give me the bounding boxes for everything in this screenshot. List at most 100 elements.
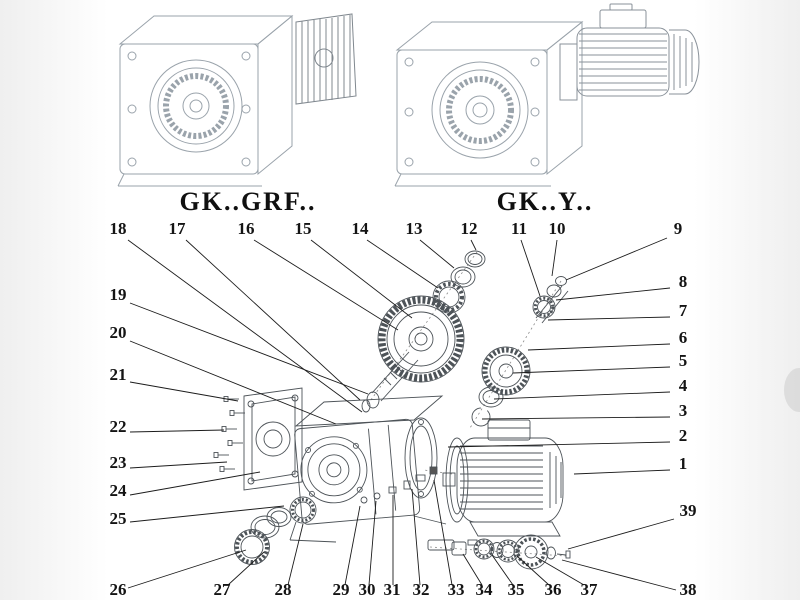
callout-line-28 [287, 523, 304, 586]
callout-line-5 [512, 366, 671, 374]
junction-parts [360, 466, 438, 504]
callout-line-35 [491, 554, 514, 586]
page-left-shadow [0, 0, 108, 600]
input-shaft-stack [471, 276, 569, 427]
callout-line-12 [470, 239, 477, 251]
callout-line-9 [565, 237, 668, 281]
callout-line-14 [366, 239, 439, 289]
callout-number-14: 14 [352, 219, 370, 238]
callout-line-18 [127, 239, 363, 413]
callout-number-27: 27 [214, 580, 232, 599]
callout-number-33: 33 [448, 580, 465, 599]
callout-line-33 [433, 479, 453, 586]
mounting-flange [243, 387, 303, 491]
callout-number-19: 19 [110, 285, 127, 304]
callout-line-34 [462, 553, 483, 586]
callout-number-38: 38 [680, 580, 697, 599]
callout-number-11: 11 [511, 219, 527, 238]
callout-line-1 [573, 469, 671, 475]
callout-number-13: 13 [406, 219, 423, 238]
assembly-axes [367, 251, 567, 557]
motor-assembled [559, 3, 700, 101]
callout-number-20: 20 [110, 323, 127, 342]
flange-bolts [213, 396, 245, 472]
housing-feet [289, 515, 447, 543]
callout-line-22 [129, 429, 225, 433]
callout-line-3 [481, 416, 671, 420]
callout-number-25: 25 [110, 509, 127, 528]
callout-number-39: 39 [680, 501, 697, 520]
output-pinion-shaft [361, 351, 419, 413]
callout-number-30: 30 [359, 580, 376, 599]
callout-number-18: 18 [110, 219, 127, 238]
callout-number-34: 34 [476, 580, 494, 599]
callout-number-17: 17 [169, 219, 187, 238]
callout-line-24 [129, 471, 261, 496]
output-gear [377, 295, 465, 383]
callout-number-15: 15 [295, 219, 312, 238]
product-title-gky: GK..Y.. [497, 187, 594, 216]
callout-number-23: 23 [110, 453, 127, 472]
callout-number-28: 28 [275, 580, 292, 599]
product-title-gkgrf: GK..GRF.. [180, 187, 317, 216]
shim-bearing-set [234, 496, 317, 565]
seal-ring-12 [464, 250, 486, 268]
callout-line-13 [419, 239, 455, 269]
callout-line-20 [129, 340, 337, 425]
exploded-assembly [213, 250, 571, 570]
callout-line-27 [227, 551, 265, 586]
callout-number-3: 3 [679, 401, 688, 420]
callout-line-17 [185, 239, 361, 401]
callout-number-24: 24 [110, 481, 128, 500]
callout-line-26 [127, 549, 247, 589]
output-bearing [432, 280, 466, 314]
page-smudge [784, 368, 800, 412]
callout-number-2: 2 [679, 426, 688, 445]
callout-number-35: 35 [508, 580, 525, 599]
callout-number-10: 10 [549, 219, 566, 238]
gear-housing [294, 418, 421, 525]
callout-number-26: 26 [110, 580, 127, 599]
callout-line-38 [561, 559, 677, 591]
callout-number-36: 36 [545, 580, 562, 599]
callout-line-19 [129, 302, 369, 395]
callout-line-29 [344, 505, 361, 586]
callout-line-7 [547, 316, 671, 321]
callout-line-36 [516, 555, 550, 586]
assembled-view-gkgrf [117, 13, 357, 187]
housing-output-flange [404, 417, 438, 499]
callout-number-32: 32 [413, 580, 430, 599]
callout-line-25 [129, 505, 285, 523]
callout-number-37: 37 [581, 580, 599, 599]
callout-number-8: 8 [679, 272, 688, 291]
callout-line-10 [551, 239, 558, 277]
callout-line-8 [555, 287, 671, 301]
motor [442, 419, 564, 537]
callout-line-32 [411, 488, 421, 586]
callout-line-6 [527, 343, 671, 351]
callout-number-1: 1 [679, 454, 688, 473]
callout-number-12: 12 [461, 219, 478, 238]
callout-line-15 [310, 239, 413, 319]
callout-number-29: 29 [333, 580, 350, 599]
callout-number-6: 6 [679, 328, 688, 347]
callout-number-16: 16 [238, 219, 255, 238]
callout-number-21: 21 [110, 365, 127, 384]
callout-line-37 [535, 556, 585, 586]
callout-number-4: 4 [679, 376, 688, 395]
callout-line-30 [368, 500, 377, 586]
callout-number-9: 9 [674, 219, 683, 238]
input-cover-finned [295, 13, 357, 105]
housing-top-face [294, 395, 444, 427]
callout-number-7: 7 [679, 301, 688, 320]
callout-line-23 [129, 461, 228, 469]
callout-number-5: 5 [679, 351, 688, 370]
callout-line-11 [520, 239, 541, 297]
assembled-view-gky [394, 3, 700, 187]
callout-line-16 [253, 239, 399, 331]
callout-number-22: 22 [110, 417, 127, 436]
retaining-ring-13 [450, 266, 476, 288]
